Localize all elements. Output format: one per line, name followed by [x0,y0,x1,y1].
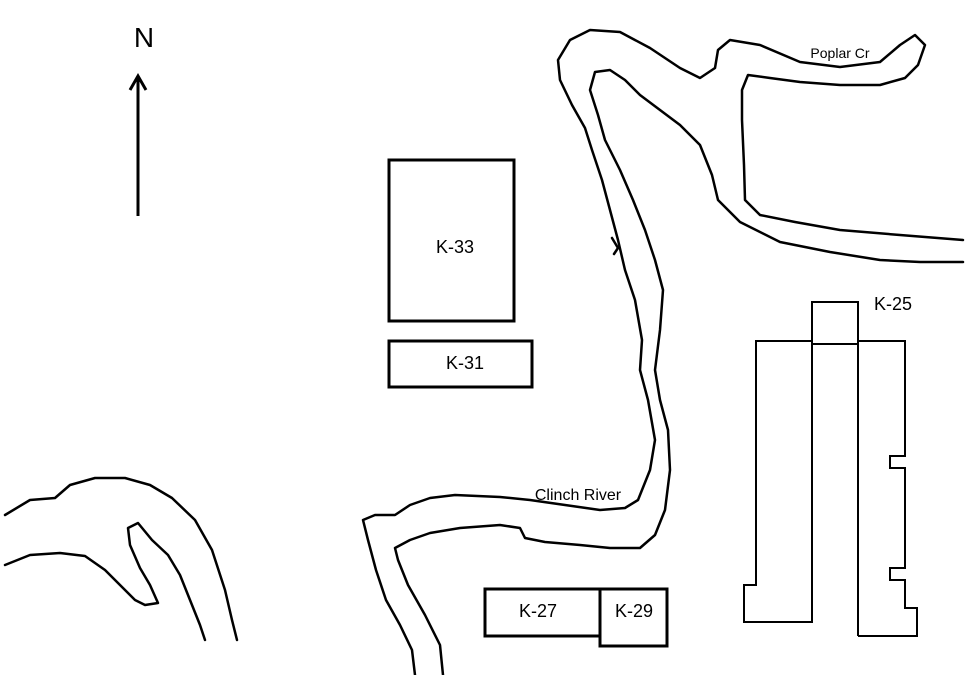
poplar-creek-label: Poplar Cr [810,45,869,61]
clinch-river-west-bank [361,28,965,675]
building-k29-label: K-29 [615,601,653,621]
k25-east-wing [858,340,918,637]
building-k31: K-31 [387,339,534,389]
southwest-inlet-outer [3,476,239,642]
north-label: N [134,22,154,53]
building-k27: K-27 [483,587,602,638]
building-k25-label: K-25 [874,294,912,314]
building-k29: K-29 [598,587,669,648]
building-k27-label: K-27 [519,601,557,621]
southwest-inlet-inner [3,521,207,642]
north-arrow-head [128,72,148,91]
building-k25: K-25 [743,294,918,637]
clinch-river-label: Clinch River [535,487,622,504]
north-arrow: N [128,22,154,216]
river-tick [610,236,620,256]
building-k33-label: K-33 [436,237,474,257]
building-k31-label: K-31 [446,353,484,373]
k25-west-wing [743,340,813,623]
clinch-river-east-bank [393,68,965,675]
k25-center-block [811,301,859,345]
building-k33: K-33 [387,158,516,323]
